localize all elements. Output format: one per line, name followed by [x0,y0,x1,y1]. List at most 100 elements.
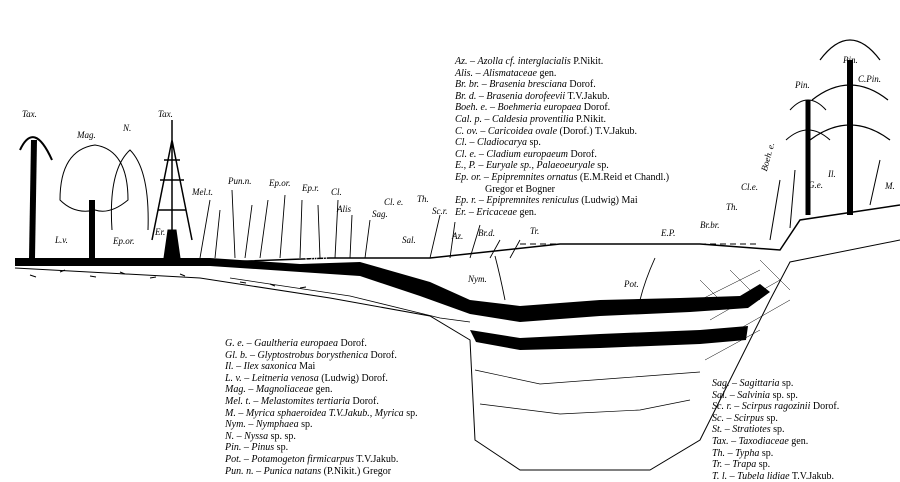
legend-entry: C. ov. – Caricoidea ovale (Dorof.) T.V.J… [455,126,669,138]
legend-taxon: Salvinia [737,389,771,401]
label-mel-t: Mel.t. [192,187,213,197]
legend-taxon: Caldesia proventilia [491,113,574,125]
grid-hatch [699,259,791,361]
legend-abbr: M. [225,407,236,419]
legend-bottom-left: G. e. – Gaultheria europaea Dorof.Gl. b.… [225,338,418,477]
tax-left-trunk [29,139,37,259]
legend-author: (E.M.Reid et Chandl.) [577,171,670,183]
legend-dash: – [241,372,252,384]
legend-dash: – [476,195,487,207]
legend-entry: Mag. – Magnoliaceae gen. [225,384,418,396]
label-tax-left: Tax. [22,109,37,119]
nyssa-crown [110,149,149,231]
legend-abbr: Pot. [225,453,242,465]
label-c-pin: C.Pin. [858,74,882,84]
mag-crown [59,144,129,212]
legend-dash: – [729,378,740,389]
label-ep-or-low: Ep.or. [113,236,135,246]
legend-entry: Sc. – Scirpus sp. [712,413,839,425]
right-forest [769,39,891,241]
legend-abbr: E., P. [455,160,476,172]
label-mag: Mag. [77,130,96,140]
herbs-left [199,189,371,259]
label-cl: Cl. [331,187,342,197]
layer-line-3 [479,399,691,415]
legend-abbr: Ep. or. [455,171,482,183]
legend-taxon: Brasenia dorofeevii [486,90,566,102]
legend-abbr: Cl. [455,137,467,149]
legend-abbr: N. [225,430,235,442]
legend-entry: E., P. – Euryale sp., Palaeoeuryale sp. [455,160,669,172]
legend-abbr: Cl. e. [455,148,477,160]
label-tr: Tr. [530,226,540,236]
label-pin-left: Pin. [795,80,810,90]
label-l-v: L.v. [55,235,68,245]
legend-taxon: Potamogeton firmicarpus [251,453,354,465]
legend-abbr: Tr. [712,459,723,471]
legend-abbr: Il. [225,361,234,373]
legend-author: sp. [526,137,541,149]
right-shrubs [769,159,881,241]
legend-author: sp. [759,447,774,459]
legend-taxon: Sagittaria [739,378,780,389]
label-pun-n: Pun.n. [228,176,252,186]
legend-taxon: Caricoidea ovale [487,125,558,137]
legend-taxon: Nymphaea [255,419,299,431]
legend-taxon: Leitneria venosa [251,372,319,384]
legend-taxon: Brasenia bresciana [489,79,567,91]
label-n: N. [123,123,132,133]
black-peat-layer [15,258,770,322]
legend-taxon: Melastomites tertiaria [260,395,350,407]
legend-entry: T. l. – Tubela lidiae T.V.Jakub. [712,471,839,482]
legend-taxon: Tubela lidiae [737,470,790,482]
legend-entry: Pot. – Potamogeton firmicarpus T.V.Jakub… [225,454,418,466]
label-m: M. [885,181,895,191]
legend-abbr: Mag. [225,384,246,396]
legend-author: T.V.Jakub. [789,470,835,482]
left-sediment-marks [29,269,307,289]
legend-dash: – [241,453,252,465]
pot-stem [639,257,656,301]
label-tax-mid: Tax. [158,109,173,119]
legend-author: sp. [756,459,771,471]
legend-dash: – [241,442,252,454]
legend-author: sp. [594,160,609,172]
label-br-br: Br.br. [700,220,720,230]
legend-author: Dorof. [566,79,596,91]
label-er: Er. [155,227,166,237]
basin-outline [14,239,900,471]
label-pot: Pot. [624,279,639,289]
label-az: Az. [452,231,464,241]
tax-mid-tree [151,120,193,258]
legend-abbr: Er. [455,206,467,218]
legend-author: P.Nikit. [570,56,604,67]
legend-taxon: Euryale sp., Palaeoeuryale [485,160,595,172]
legend-author: sp. [770,424,785,436]
label-cl-e-right: Cl.e. [741,182,758,192]
legend-entry: Alis. – Alismataceae gen. [455,68,669,80]
label-cl-e: Cl. e. [384,197,404,207]
legend-dash: – [722,424,733,436]
legend-entry: Il. – Ilex saxonica Mai [225,361,418,373]
legend-taxon: Boehmeria europaea [497,102,582,114]
legend-dash: – [250,395,261,407]
legend-dash: – [233,361,244,373]
legend-author: sp. [779,378,794,389]
legend-entry: L. v. – Leitneria venosa (Ludwig) Dorof. [225,373,418,385]
legend-author: gen. [313,384,333,396]
legend-author: Dorof. [337,338,367,349]
legend-taxon: Cladiocarya [476,137,527,149]
legend-dash: – [234,430,245,442]
label-br-d: Br.d. [478,228,496,238]
legend-entry: Tax. – Taxodiaceae gen. [712,436,839,448]
legend-abbr: Pin. [225,442,242,454]
legend-entry: Pun. n. – Punica natans (P.Nikit.) Grego… [225,466,418,478]
legend-taxon: Punica natans [263,465,322,477]
left-forest [19,120,521,259]
lower-black-layer [470,326,748,350]
layer-line-1 [229,277,471,323]
legend-entry: Cal. p. – Caldesia proventilia P.Nikit. [455,114,669,126]
label-g-e: G.e. [808,180,823,190]
legend-dash: – [481,171,492,183]
